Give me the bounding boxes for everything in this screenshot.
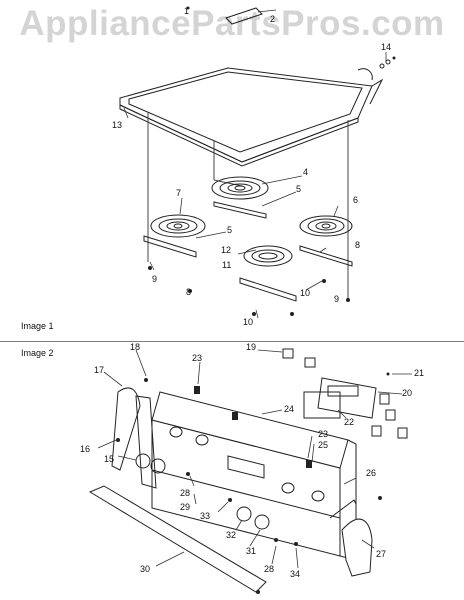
small-part-icons — [116, 372, 390, 594]
screw-icons — [148, 6, 396, 316]
callout: 20 — [402, 388, 412, 398]
callout: 18 — [130, 342, 140, 352]
bracket-8-right — [299, 245, 353, 267]
bracket-10 — [239, 277, 297, 302]
callout: 16 — [80, 444, 90, 454]
callout: 23 — [192, 353, 202, 363]
leader-lines-2 — [97, 349, 412, 569]
callout: 34 — [290, 569, 300, 579]
clock-control — [303, 377, 377, 419]
callout: 2 — [270, 14, 275, 24]
callout: 6 — [353, 195, 358, 205]
callout: 13 — [112, 120, 122, 130]
callout: 17 — [94, 365, 104, 375]
callout: 27 — [376, 549, 386, 559]
callout: 24 — [284, 404, 294, 414]
callout: 8 — [355, 240, 360, 250]
callouts-image-2: 19 18 17 23 21 20 24 22 16 15 23 25 28 2… — [80, 342, 424, 579]
callout: 14 — [381, 42, 391, 52]
burner-coil-6 — [299, 215, 353, 237]
callout: 12 — [221, 245, 231, 255]
knob-icons — [282, 348, 408, 439]
callout: 32 — [226, 530, 236, 540]
end-cap-right — [329, 499, 373, 577]
callout: 26 — [366, 468, 376, 478]
burner-coil-4 — [211, 176, 269, 200]
callout: 28 — [180, 488, 190, 498]
callout: 25 — [318, 440, 328, 450]
section-label-image-2: Image 2 — [21, 348, 54, 358]
callout: 31 — [246, 546, 256, 556]
section-label-image-1: Image 1 — [21, 321, 54, 331]
callout: 9 — [152, 274, 157, 284]
section-divider — [0, 341, 464, 342]
callout: 10 — [243, 317, 253, 327]
callout: 11 — [222, 260, 231, 270]
bracket-5-top — [213, 201, 267, 219]
callout: 4 — [303, 167, 308, 177]
trim-strip-30 — [88, 485, 267, 593]
trim-clip-icon — [225, 7, 391, 81]
burner-coil-11 — [243, 245, 293, 267]
callout: 30 — [140, 564, 150, 574]
bracket-8-left — [143, 235, 197, 258]
callout: 1 — [184, 6, 189, 16]
callout: 10 — [300, 288, 310, 298]
callouts-image-1: 1 2 14 13 4 5 7 5 6 12 11 8 9 8 10 9 10 — [112, 6, 391, 327]
callout: 28 — [264, 564, 274, 574]
callout: 23 — [318, 429, 328, 439]
callout: 9 — [334, 294, 339, 304]
callout: 19 — [246, 342, 256, 352]
callout: 5 — [227, 225, 232, 235]
callout: 22 — [344, 417, 354, 427]
callout: 5 — [296, 184, 301, 194]
callout: 29 — [180, 502, 190, 512]
burner-coil-7 — [150, 214, 206, 238]
callout: 21 — [414, 368, 424, 378]
callout: 33 — [200, 511, 210, 521]
callout: 8 — [186, 287, 191, 297]
control-knobs — [135, 426, 325, 530]
callout: 7 — [176, 188, 181, 198]
callout: 15 — [104, 454, 114, 464]
end-cap-left — [111, 387, 157, 489]
leader-lines — [123, 9, 387, 319]
cooktop-glass — [119, 67, 384, 167]
